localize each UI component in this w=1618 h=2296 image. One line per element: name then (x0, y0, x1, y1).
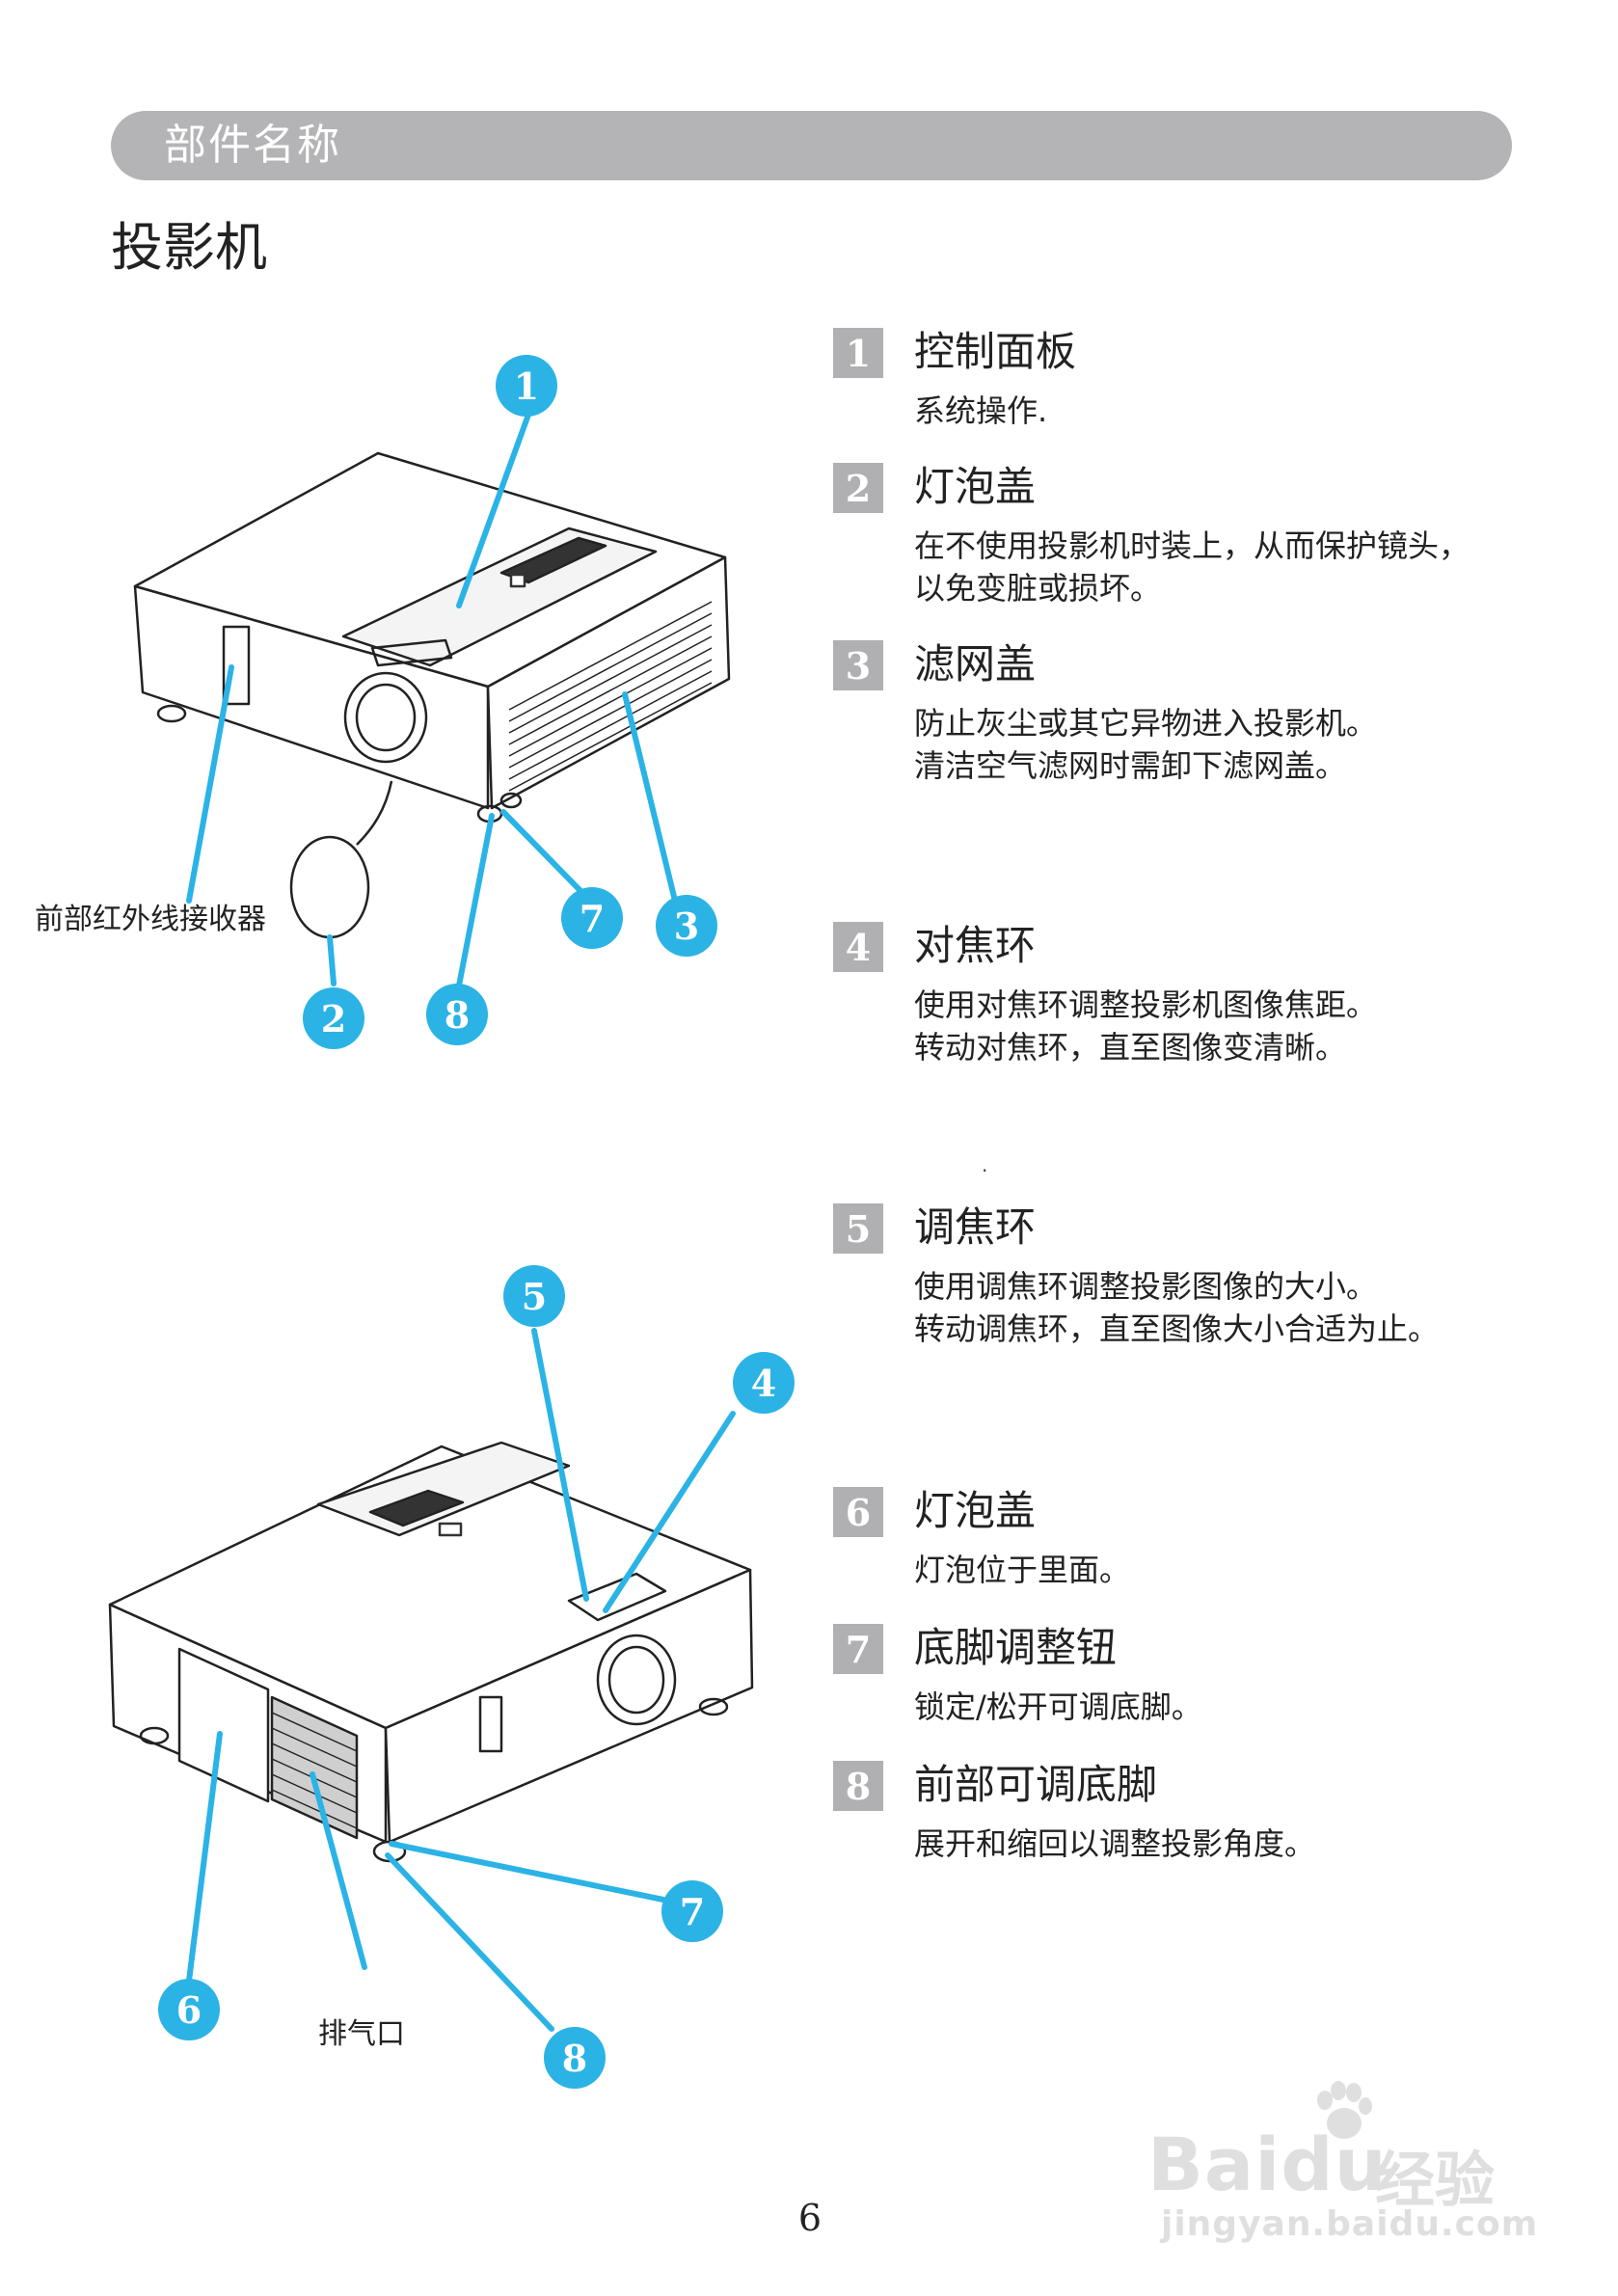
part-number-badge: 3 (833, 640, 883, 690)
part-description: 锁定/松开可调底脚。 (914, 1688, 1202, 1725)
part-description: 使用调焦环调整投影图像的大小。转动调焦环，直至图像大小合适为止。 (914, 1268, 1440, 1347)
part-name: 底脚调整钮 (914, 1624, 1118, 1671)
callout-5: 5 (503, 1265, 565, 1327)
svg-text:8: 8 (562, 2037, 587, 2080)
part-name: 调焦环 (914, 1203, 1037, 1251)
section-title: 部件名称 (164, 121, 341, 170)
part-number-badge: 7 (833, 1624, 883, 1674)
watermark-url: jingyan.baidu.com (1161, 2204, 1539, 2244)
part-number-badge: 6 (833, 1487, 883, 1537)
part-description: 防止灰尘或其它异物进入投影机。清洁空气滤网时需卸下滤网盖。 (914, 705, 1378, 784)
callout-2: 2 (303, 987, 364, 1049)
svg-text:7: 7 (680, 1890, 705, 1933)
svg-text:1: 1 (514, 365, 539, 408)
watermark-cn: 经验 (1375, 2145, 1496, 2215)
callout-7: 7 (561, 887, 623, 949)
svg-text:2: 2 (321, 997, 346, 1040)
part-description: 使用对焦环调整投影机图像焦距。转动对焦环，直至图像变清晰。 (914, 986, 1378, 1066)
part-number-badge: 8 (833, 1761, 883, 1811)
part-description: 系统操作. (914, 392, 1048, 429)
stray-mark: . (982, 1153, 988, 1176)
exhaust-vent-label: 排气口 (318, 2017, 405, 2051)
watermark-brand: Baidu (1147, 2121, 1388, 2207)
part-name: 灯泡盖 (914, 463, 1037, 510)
callout-8: 8 (544, 2027, 606, 2089)
part-number-badge: 4 (833, 922, 883, 972)
part-name: 滤网盖 (914, 640, 1037, 688)
callout-3: 3 (656, 895, 717, 957)
part-description: 在不使用投影机时装上，从而保护镜头，以免变脏或损坏。 (914, 527, 1470, 607)
ir-receiver-label: 前部红外线接收器 (35, 903, 266, 936)
part-name: 控制面板 (914, 328, 1077, 375)
part-name: 灯泡盖 (914, 1487, 1037, 1534)
svg-text:6: 6 (176, 1988, 202, 2032)
projector-front-figure: 1 2 3 7 8 (133, 355, 731, 1049)
part-number-badge: 2 (833, 463, 883, 513)
page-title: 投影机 (111, 217, 267, 278)
page-number: 6 (797, 2197, 822, 2239)
baidu-jingyan-watermark: Baidu 经验 jingyan.baidu.com (1147, 2081, 1537, 2247)
svg-text:4: 4 (751, 1362, 776, 1405)
svg-text:7: 7 (580, 897, 605, 940)
callout-8: 8 (426, 984, 488, 1045)
part-number-badge: 1 (833, 328, 883, 378)
callout-4: 4 (733, 1352, 795, 1414)
section-header-bar (111, 111, 1512, 180)
part-description: 灯泡位于里面。 (914, 1552, 1131, 1588)
part-description: 展开和缩回以调整投影角度。 (914, 1825, 1316, 1862)
svg-text:8: 8 (445, 993, 470, 1037)
svg-text:3: 3 (674, 905, 699, 948)
callout-6: 6 (158, 1979, 220, 2040)
part-name: 前部可调底脚 (914, 1761, 1158, 1808)
paw-logo-icon (1317, 2081, 1372, 2139)
part-number-badge: 5 (833, 1203, 883, 1254)
callout-1: 1 (496, 355, 557, 417)
callout-7: 7 (661, 1880, 723, 1942)
svg-text:5: 5 (522, 1275, 547, 1318)
part-name: 对焦环 (914, 922, 1037, 969)
